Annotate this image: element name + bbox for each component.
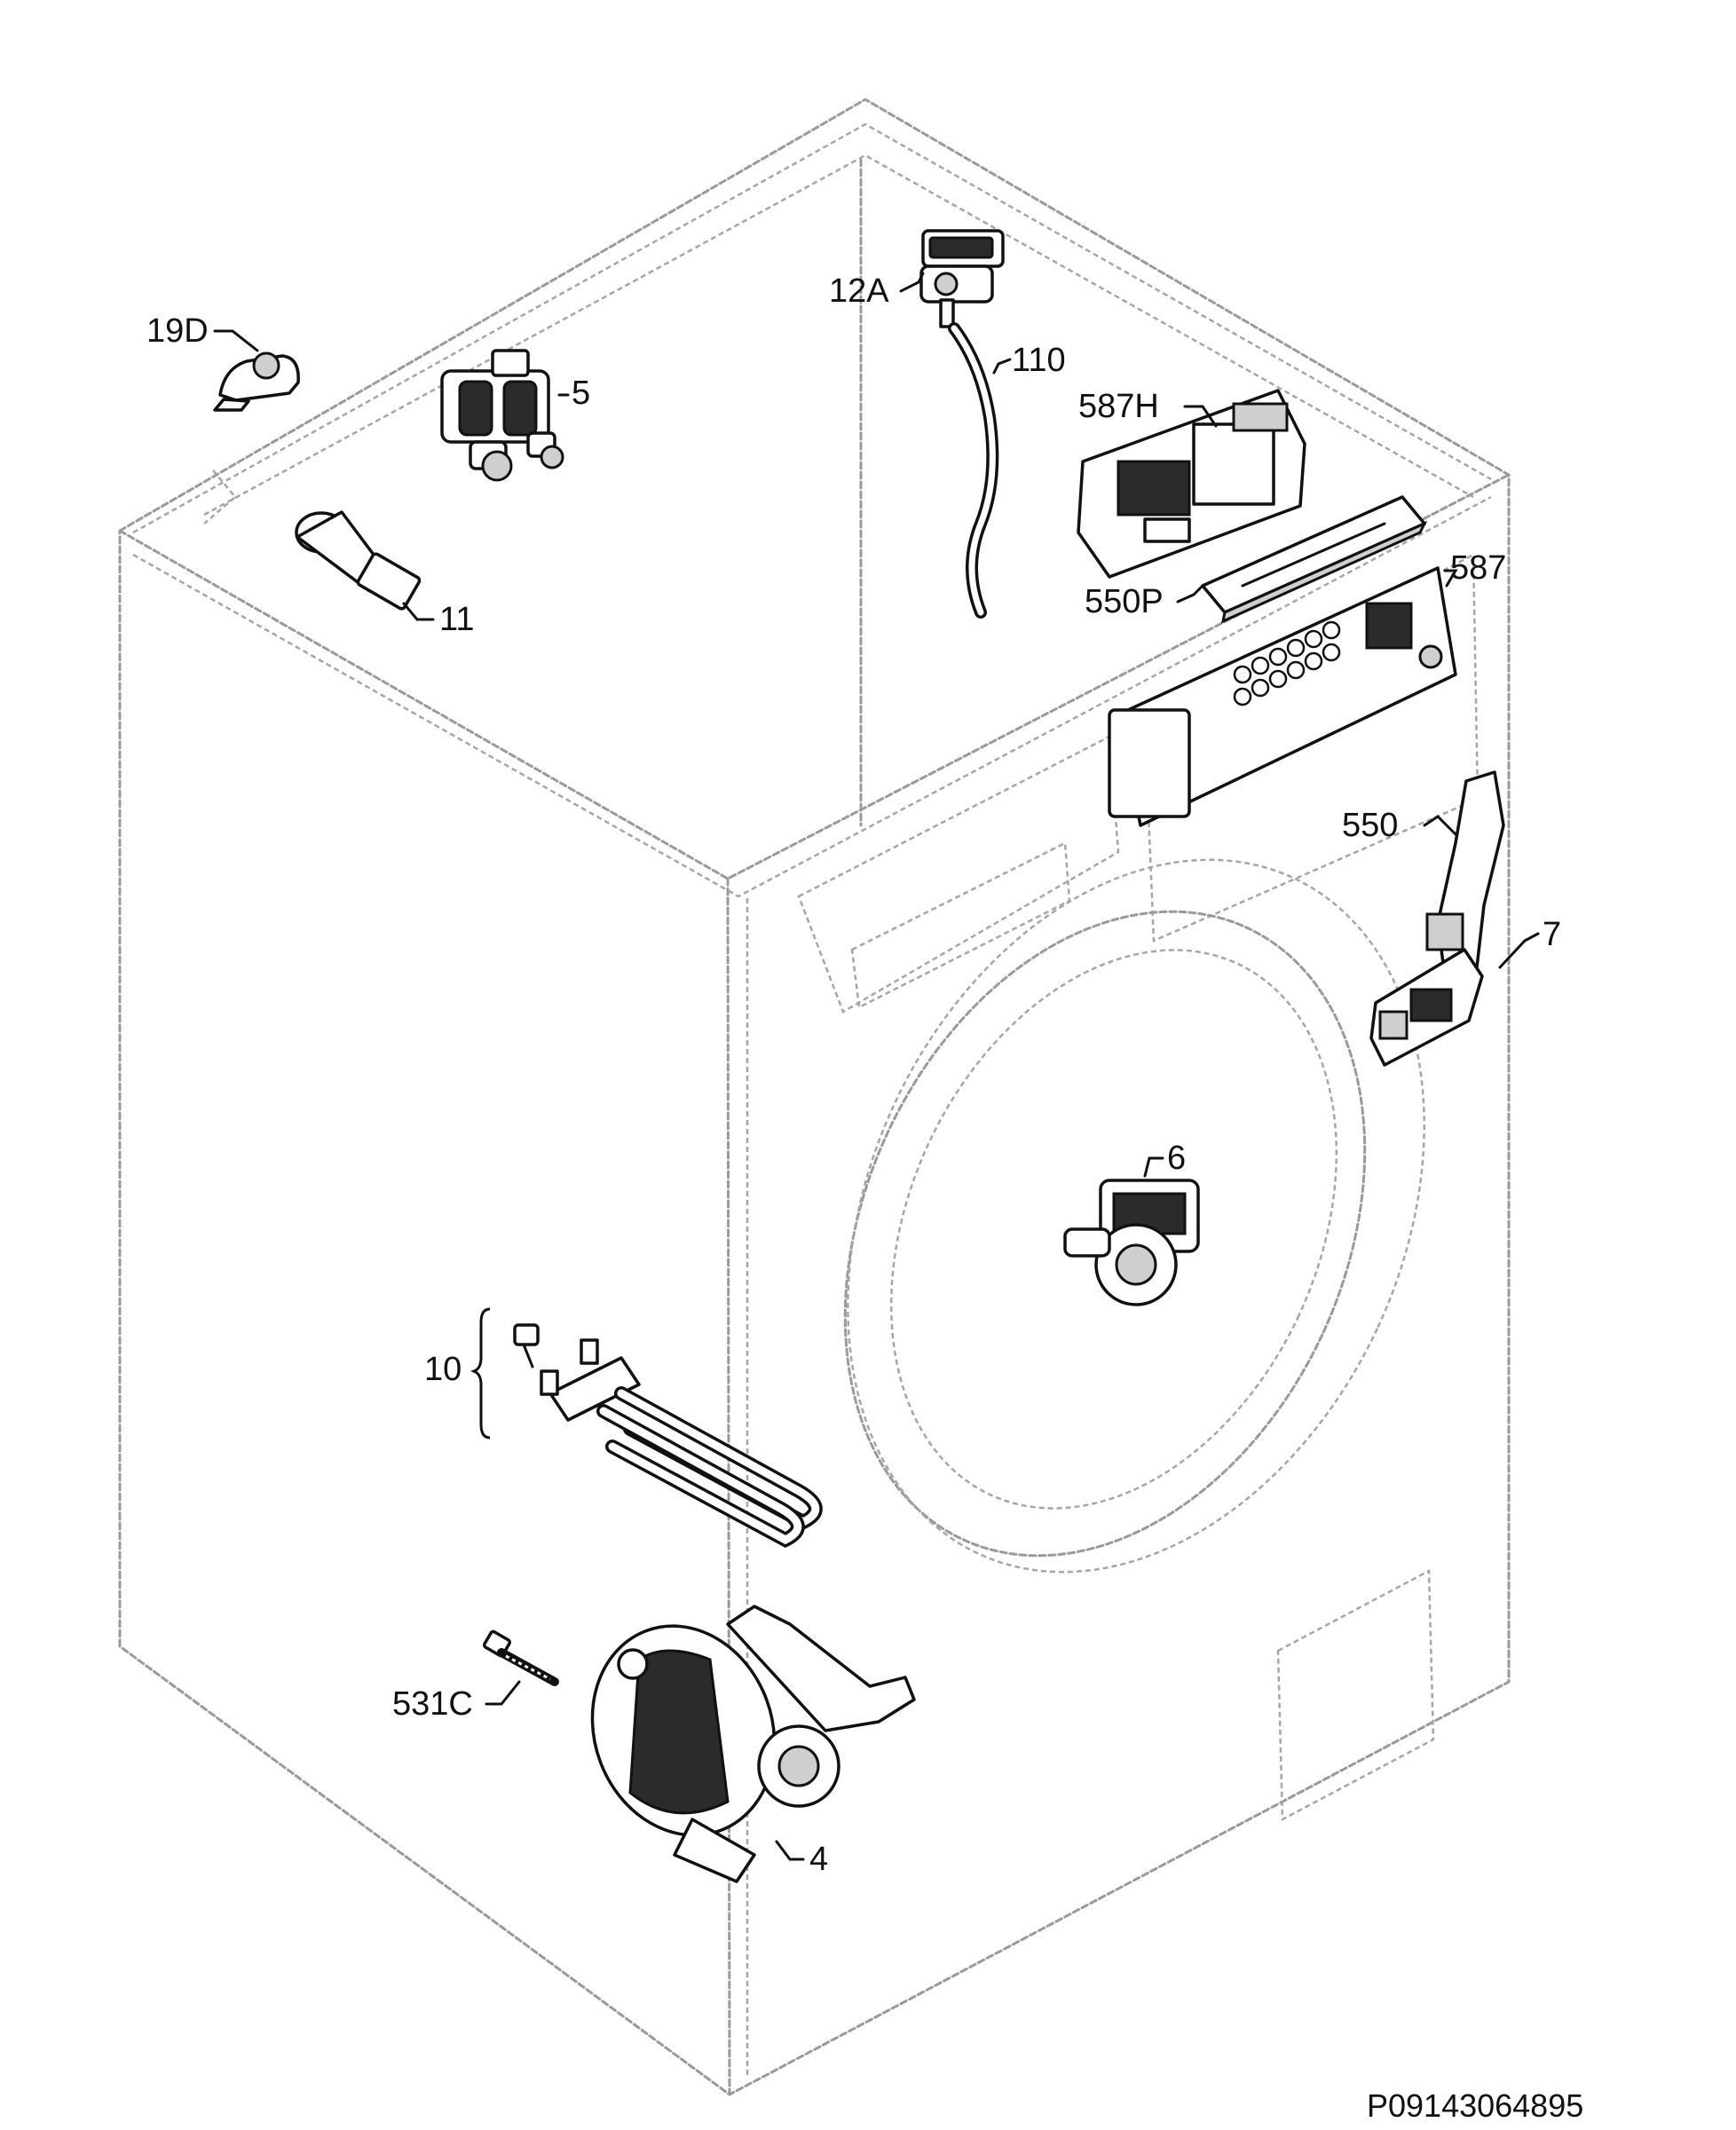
part-110-hose xyxy=(948,322,999,619)
callout-11: 11 xyxy=(439,601,474,638)
part-7-door-lock xyxy=(1369,948,1484,1067)
callout-4: 4 xyxy=(809,1841,828,1878)
callout-6: 6 xyxy=(1167,1140,1186,1177)
part-19d-clip xyxy=(213,351,300,412)
callout-labels: 19D 5 12A 110 587H 11 550P 587 550 7 6 1… xyxy=(146,272,1583,2124)
callout-5: 5 xyxy=(572,375,590,412)
part-4-motor xyxy=(590,1605,916,1883)
callout-110: 110 xyxy=(1012,342,1066,379)
diagram-reference-number: P09143064895 xyxy=(1367,2087,1583,2124)
callout-19d: 19D xyxy=(146,312,209,350)
callout-12a: 12A xyxy=(829,272,889,310)
callout-550p: 550P xyxy=(1085,583,1164,620)
part-10-heating-element xyxy=(513,1323,823,1549)
part-6-drain-pump xyxy=(1063,1179,1200,1306)
part-587-control-board xyxy=(1108,566,1457,827)
callout-7: 7 xyxy=(1543,916,1561,953)
callout-587: 587 xyxy=(1450,549,1506,587)
leader-lines xyxy=(213,272,1540,1861)
callout-587h: 587H xyxy=(1078,388,1159,425)
part-12a-pressure-switch xyxy=(919,229,1005,328)
part-550-door-handle xyxy=(1425,770,1505,978)
part-587h-board-housing xyxy=(1077,389,1306,579)
callout-531c: 531C xyxy=(392,1685,473,1723)
part-11-filter xyxy=(295,510,422,611)
part-5-inlet-valve xyxy=(440,349,564,482)
part-531c-screw xyxy=(482,1629,559,1686)
callout-550: 550 xyxy=(1342,807,1398,844)
part-550p-panel-strip xyxy=(1201,495,1428,624)
callout-10: 10 xyxy=(424,1351,462,1388)
